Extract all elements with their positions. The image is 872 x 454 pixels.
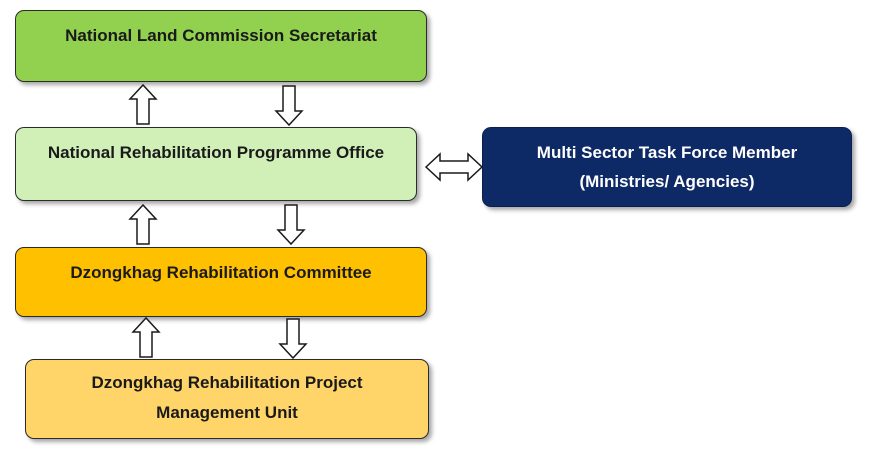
arrow-up-nrpo-to-nlc [128,83,158,125]
arrow-up-drpmu-to-drc [131,316,161,358]
node-label-line-2: (Ministries/ Agencies) [579,172,755,191]
node-label-line-1: Dzongkhag Rehabilitation Project [91,373,363,392]
node-label: National Rehabilitation Programme Office [47,143,385,162]
node-multi-sector-task-force-member: Multi Sector Task Force Member (Ministri… [482,127,852,207]
node-national-rehabilitation-programme-office: National Rehabilitation Programme Office [15,127,417,201]
node-label-line-2: Management Unit [156,403,298,422]
node-national-land-commission-secretariat: National Land Commission Secretariat [15,10,427,82]
arrow-both-nrpo-mstf [424,152,484,182]
arrow-up-drc-to-nrpo [128,203,158,245]
node-label: Dzongkhag Rehabilitation Committee [70,263,372,282]
arrow-down-nrpo-to-drc [276,204,306,246]
arrow-down-drc-to-drpmu [278,318,308,360]
node-label: National Land Commission Secretariat [65,26,377,45]
node-label-line-1: Multi Sector Task Force Member [536,143,798,162]
node-dzongkhag-rehabilitation-project-management-unit: Dzongkhag Rehabilitation Project Managem… [25,359,429,439]
node-dzongkhag-rehabilitation-committee: Dzongkhag Rehabilitation Committee [15,247,427,317]
arrow-down-nlc-to-nrpo [274,85,304,127]
